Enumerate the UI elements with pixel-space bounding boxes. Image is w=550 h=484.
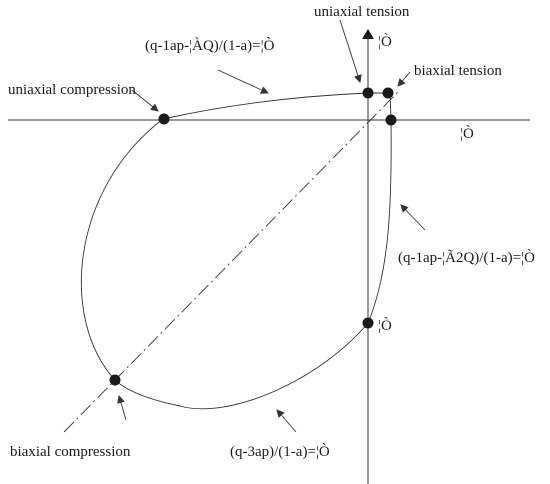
yield-curve-top [162, 92, 392, 120]
point-axis-intersection [385, 114, 397, 126]
label-biaxial-tension: biaxial tension [414, 63, 502, 79]
yield-curve-bottom [114, 322, 369, 410]
arrow-top-formula [217, 69, 269, 94]
arrow-biaxial-compression [117, 395, 127, 421]
point-biaxial-compression [109, 374, 121, 386]
formula-right-curve: (q-1ap-¦Ã2Q)/(1-a)=¦Ò [398, 249, 535, 266]
point-vertical-axis [362, 317, 374, 329]
arrow-uniaxial-tension [339, 19, 362, 83]
point-uniaxial-compression [158, 113, 170, 125]
label-uniaxial-tension: uniaxial tension [314, 4, 410, 20]
formula-bottom-curve: (q-3ap)/(1-a)=¦Ò [230, 443, 330, 460]
hydrostatic-diagonal [63, 91, 399, 433]
arrow-biaxial-tension [397, 71, 411, 87]
label-vertical-axis: ¦Ò [378, 33, 392, 50]
yield-curve-left [80, 118, 164, 381]
arrow-uniaxial-compression [131, 89, 159, 112]
formula-top-curve: (q-1ap-¦ÀQ)/(1-a)=¦Ò [145, 37, 275, 54]
label-vertical-point: ¦Ò [378, 317, 392, 334]
label-horizontal-axis: ¦Ò [460, 125, 474, 142]
point-uniaxial-tension [362, 87, 374, 99]
arrow-right-formula [400, 204, 426, 231]
label-uniaxial-compression: uniaxial compression [8, 82, 136, 98]
label-biaxial-compression: biaxial compression [10, 444, 131, 460]
point-biaxial-tension [382, 87, 394, 99]
arrow-bottom-formula [276, 409, 297, 433]
yield-curve-right [367, 118, 392, 324]
